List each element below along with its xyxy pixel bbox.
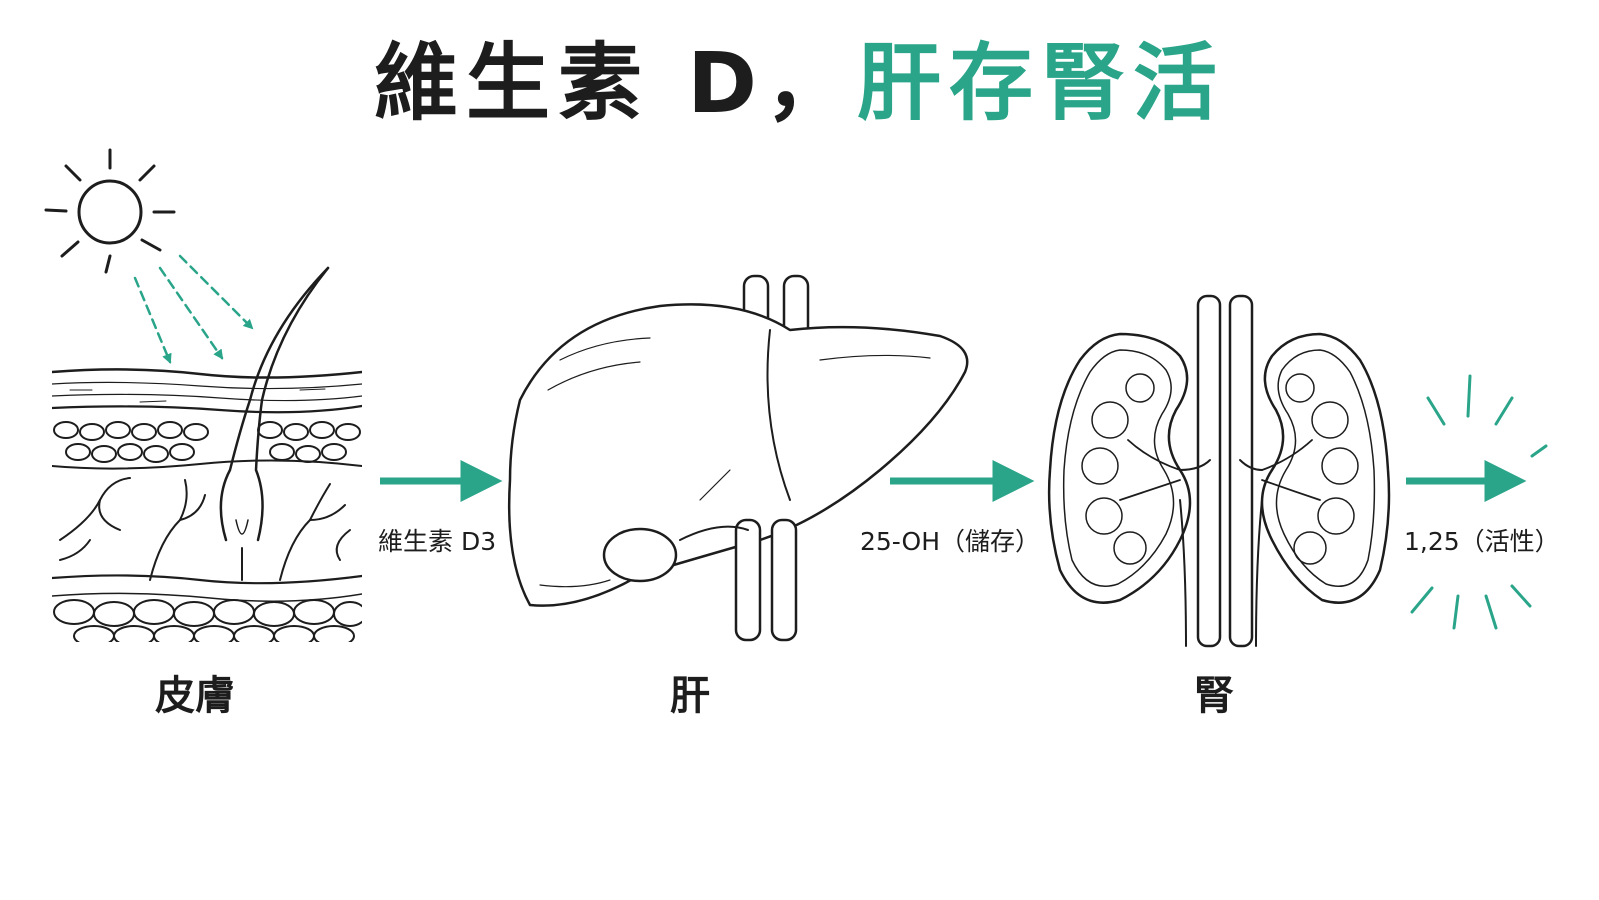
stage-label-liver: 肝: [620, 668, 760, 724]
stage-label-kidney: 腎: [1144, 668, 1284, 724]
activation-burst-icon: [1412, 376, 1546, 628]
step-label-d3: 維生素 D3: [378, 524, 508, 560]
liver-icon: [509, 276, 967, 640]
kidney-icon: [1049, 296, 1389, 646]
stage-label-skin: 皮膚: [120, 668, 270, 724]
skin-icon: [52, 268, 366, 646]
step-label-125: 1,25（活性）: [1404, 524, 1584, 560]
sun-icon: [46, 150, 174, 272]
step-label-25oh: 25-OH（儲存）: [860, 524, 1060, 560]
sun-ray-arrows: [135, 256, 252, 362]
